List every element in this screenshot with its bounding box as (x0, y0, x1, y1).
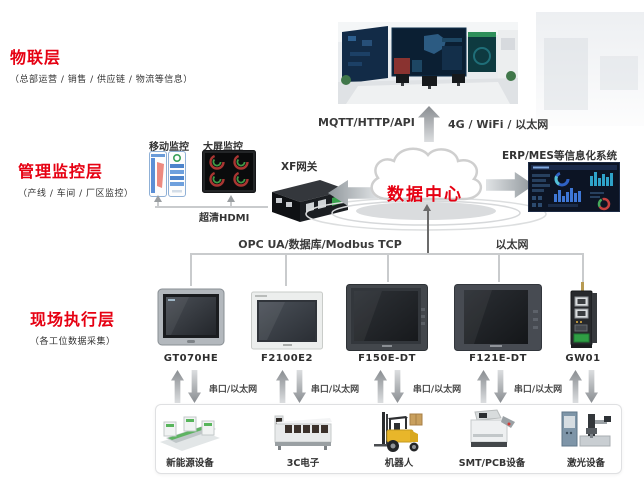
bus-drop-2 (285, 253, 287, 286)
background-photo-faint-panel (544, 38, 588, 110)
control-room-photo (338, 22, 518, 108)
bus-protocol-right-label: 以太网 (495, 238, 529, 251)
arrow-up-icon (477, 370, 490, 403)
data-center-label: 数据中心 (387, 185, 463, 205)
equipment-label-smt-pcb: SMT/PCB设备 (458, 458, 526, 469)
equipment-label-robot: 机器人 (384, 458, 414, 469)
layer-subtitle-management: （产线 / 车间 / 厂区监控） (18, 189, 134, 199)
protocol-mqtt-label: MQTT/HTTP/API (318, 116, 415, 129)
serial-link-label-1: 串口/以太网 (208, 385, 258, 395)
big-screen-monitor-label: 大屏监控 (203, 142, 243, 153)
equipment-label-new-energy: 新能源设备 (166, 458, 214, 469)
serial-link-label-4: 串口/以太网 (513, 385, 563, 395)
bus-protocol-left-label: OPC UA/数据库/Modbus TCP (238, 238, 402, 251)
background-photo-faint-window (600, 56, 638, 90)
xf-gateway-label: XF网关 (281, 161, 318, 173)
serial-link-label-3: 串口/以太网 (412, 385, 462, 395)
hdmi-stub-2 (230, 201, 232, 207)
layer-subtitle-field: （各工位数据采集） (30, 337, 116, 347)
mobile-monitor-phone-2 (168, 151, 186, 201)
arrow-up-to-phone-icon (154, 195, 162, 202)
hmi-f2100e2-image (251, 289, 323, 354)
bus-drop-4 (498, 253, 500, 282)
device-label-gt070he: GT070HE (163, 353, 219, 364)
equipment-label-3c: 3C电子 (286, 458, 320, 469)
background-photo-faint (536, 12, 644, 126)
erp-mes-label: ERP/MES等信息化系统 (502, 150, 617, 162)
robot-forklift-image (374, 408, 424, 458)
arrow-up-icon (374, 370, 387, 403)
erp-dashboard-screenshot (528, 162, 620, 216)
layer-title-management: 管理监控层 (18, 162, 104, 181)
arrow-up-icon (171, 370, 184, 403)
cloud-ripples (298, 190, 548, 242)
3c-electronics-equipment-image (272, 412, 334, 456)
layer-subtitle-iot: （总部运营 / 销售 / 供应链 / 物流等信息） (10, 75, 193, 85)
hmi-gt070he-image (157, 288, 225, 352)
device-label-gw01: GW01 (565, 353, 601, 364)
protocol-4g-wifi-label: 4G / WiFi / 以太网 (448, 118, 549, 131)
new-energy-equipment-image (158, 408, 222, 457)
arrow-up-icon (276, 370, 289, 403)
data-center-cloud (360, 140, 490, 216)
arrow-up-to-screen-icon (227, 195, 235, 202)
layer-management: 管理监控层 （产线 / 车间 / 厂区监控） (18, 158, 134, 199)
cloud-bus-stem (427, 211, 429, 255)
arrow-down-icon (585, 370, 598, 403)
bus-drop-1 (190, 253, 192, 286)
layer-title-field: 现场执行层 (30, 310, 116, 329)
hmi-f150e-dt-image (346, 284, 428, 355)
gateway-gw01-image (564, 282, 602, 356)
device-label-f2100e2: F2100E2 (261, 353, 313, 364)
layer-iot: 物联层 （总部运营 / 销售 / 供应链 / 物流等信息） (10, 44, 193, 85)
bus-drop-3 (387, 253, 389, 282)
smt-pcb-equipment-image (463, 408, 521, 457)
big-screen-monitor-image (202, 150, 256, 200)
arrow-up-to-cloud-icon (423, 204, 431, 211)
hmi-f121e-dt-image (454, 284, 542, 355)
laser-equipment-image (560, 408, 612, 457)
equipment-label-laser: 激光设备 (566, 458, 605, 469)
bus-drop-5 (582, 253, 584, 282)
hdmi-label: 超清HDMI (199, 213, 250, 224)
arrow-up-to-iot-icon (418, 106, 440, 142)
layer-field: 现场执行层 （各工位数据采集） (30, 306, 116, 347)
serial-link-label-2: 串口/以太网 (310, 385, 360, 395)
layer-title-iot: 物联层 (10, 48, 62, 67)
mobile-monitor-phone-1 (149, 151, 167, 201)
device-label-f150e-dt: F150E-DT (358, 353, 416, 364)
hdmi-line (155, 206, 268, 208)
mobile-monitor-label: 移动监控 (149, 142, 189, 153)
hdmi-stub-1 (157, 201, 159, 207)
device-label-f121e-dt: F121E-DT (469, 353, 527, 364)
